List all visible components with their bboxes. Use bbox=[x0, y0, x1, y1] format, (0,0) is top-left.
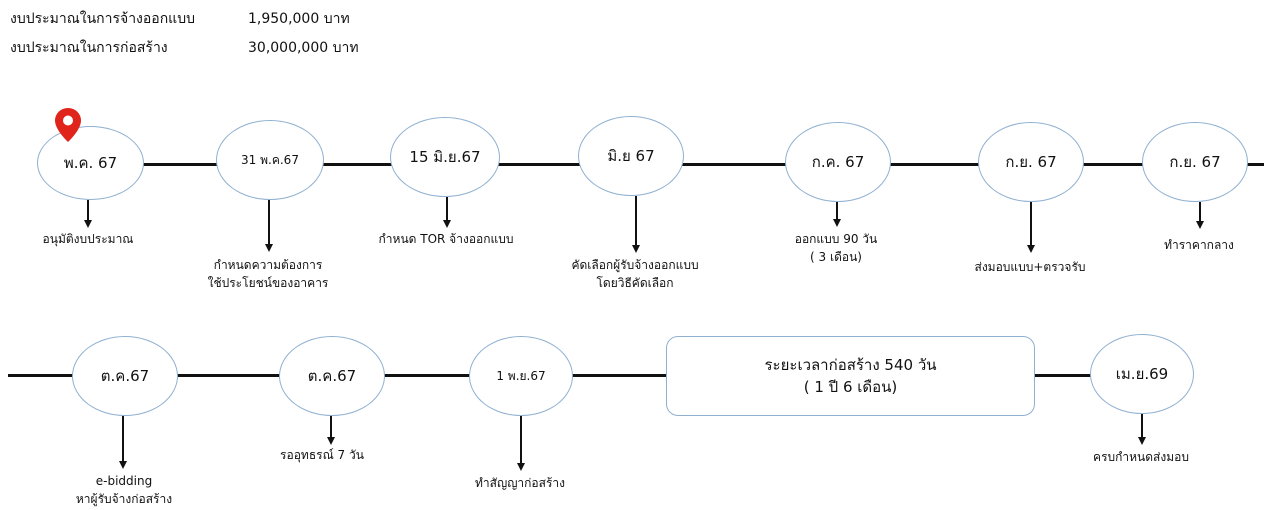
arrow-stem bbox=[1199, 202, 1201, 222]
arrow-stem bbox=[268, 200, 270, 245]
milestone-label: ส่งมอบแบบ+ตรวจรับ bbox=[974, 260, 1086, 274]
milestone-label: กำหนดความต้องการใช้ประโยชน์ของอาคาร bbox=[207, 258, 329, 290]
milestone-label: ออกแบบ 90 วัน( 3 เดือน) bbox=[794, 232, 878, 264]
milestone-label: รออุทธรณ์ 7 วัน bbox=[280, 448, 364, 462]
construction-period-line2: ( 1 ปี 6 เดือน) bbox=[803, 378, 898, 396]
construction-budget-label: งบประมาณในการก่อสร้าง bbox=[10, 40, 168, 56]
arrow-stem bbox=[330, 416, 332, 438]
milestone-node: พ.ค. 67 bbox=[37, 126, 144, 200]
milestone-label: คัดเลือกผู้รับจ้างออกแบบโดยวิธีคัดเลือก bbox=[571, 258, 699, 290]
milestone-node: ต.ค.67 bbox=[72, 336, 178, 416]
arrow-head bbox=[517, 463, 525, 471]
arrow-stem bbox=[1141, 414, 1143, 438]
arrow-head bbox=[632, 245, 640, 253]
milestone-label: กำหนด TOR จ้างออกแบบ bbox=[378, 232, 514, 246]
milestone-node: 31 พ.ค.67 bbox=[216, 120, 324, 200]
milestone-label: ทำราคากลาง bbox=[1164, 238, 1234, 252]
arrow-head bbox=[84, 220, 92, 228]
location-pin-icon bbox=[55, 108, 81, 142]
milestone-node: 15 มิ.ย.67 bbox=[390, 117, 500, 197]
arrow-stem bbox=[635, 196, 637, 246]
milestone-node: ก.ย. 67 bbox=[1142, 122, 1248, 202]
arrow-head bbox=[443, 220, 451, 228]
arrow-stem bbox=[87, 200, 89, 221]
milestone-node: ต.ค.67 bbox=[279, 336, 385, 416]
milestone-label: อนุมัติงบประมาณ bbox=[42, 232, 134, 246]
milestone-node: ก.ค. 67 bbox=[785, 122, 891, 202]
construction-budget-value: 30,000,000 บาท bbox=[248, 40, 359, 56]
milestone-node: เม.ย.69 bbox=[1090, 334, 1194, 414]
arrow-head bbox=[327, 437, 335, 445]
design-budget-value: 1,950,000 บาท bbox=[248, 11, 350, 27]
arrow-stem bbox=[446, 197, 448, 221]
arrow-stem bbox=[836, 202, 838, 220]
milestone-node: มิ.ย 67 bbox=[578, 116, 684, 196]
arrow-head bbox=[1027, 245, 1035, 253]
milestone-label: ครบกำหนดส่งมอบ bbox=[1093, 450, 1189, 464]
arrow-head bbox=[119, 461, 127, 469]
timeline-line-row1 bbox=[142, 163, 1264, 166]
arrow-stem bbox=[520, 416, 522, 464]
milestone-label: ทำสัญญาก่อสร้าง bbox=[475, 476, 565, 490]
design-budget-label: งบประมาณในการจ้างออกแบบ bbox=[10, 11, 195, 27]
arrow-head bbox=[265, 244, 273, 252]
arrow-head bbox=[1196, 221, 1204, 229]
construction-period-box: ระยะเวลาก่อสร้าง 540 วัน ( 1 ปี 6 เดือน) bbox=[666, 336, 1035, 416]
milestone-node: ก.ย. 67 bbox=[978, 122, 1084, 202]
arrow-head bbox=[833, 219, 841, 227]
arrow-stem bbox=[1030, 202, 1032, 246]
milestone-node: 1 พ.ย.67 bbox=[469, 336, 573, 416]
arrow-head bbox=[1138, 437, 1146, 445]
construction-period-line1: ระยะเวลาก่อสร้าง 540 วัน bbox=[764, 356, 937, 374]
arrow-stem bbox=[122, 416, 124, 462]
